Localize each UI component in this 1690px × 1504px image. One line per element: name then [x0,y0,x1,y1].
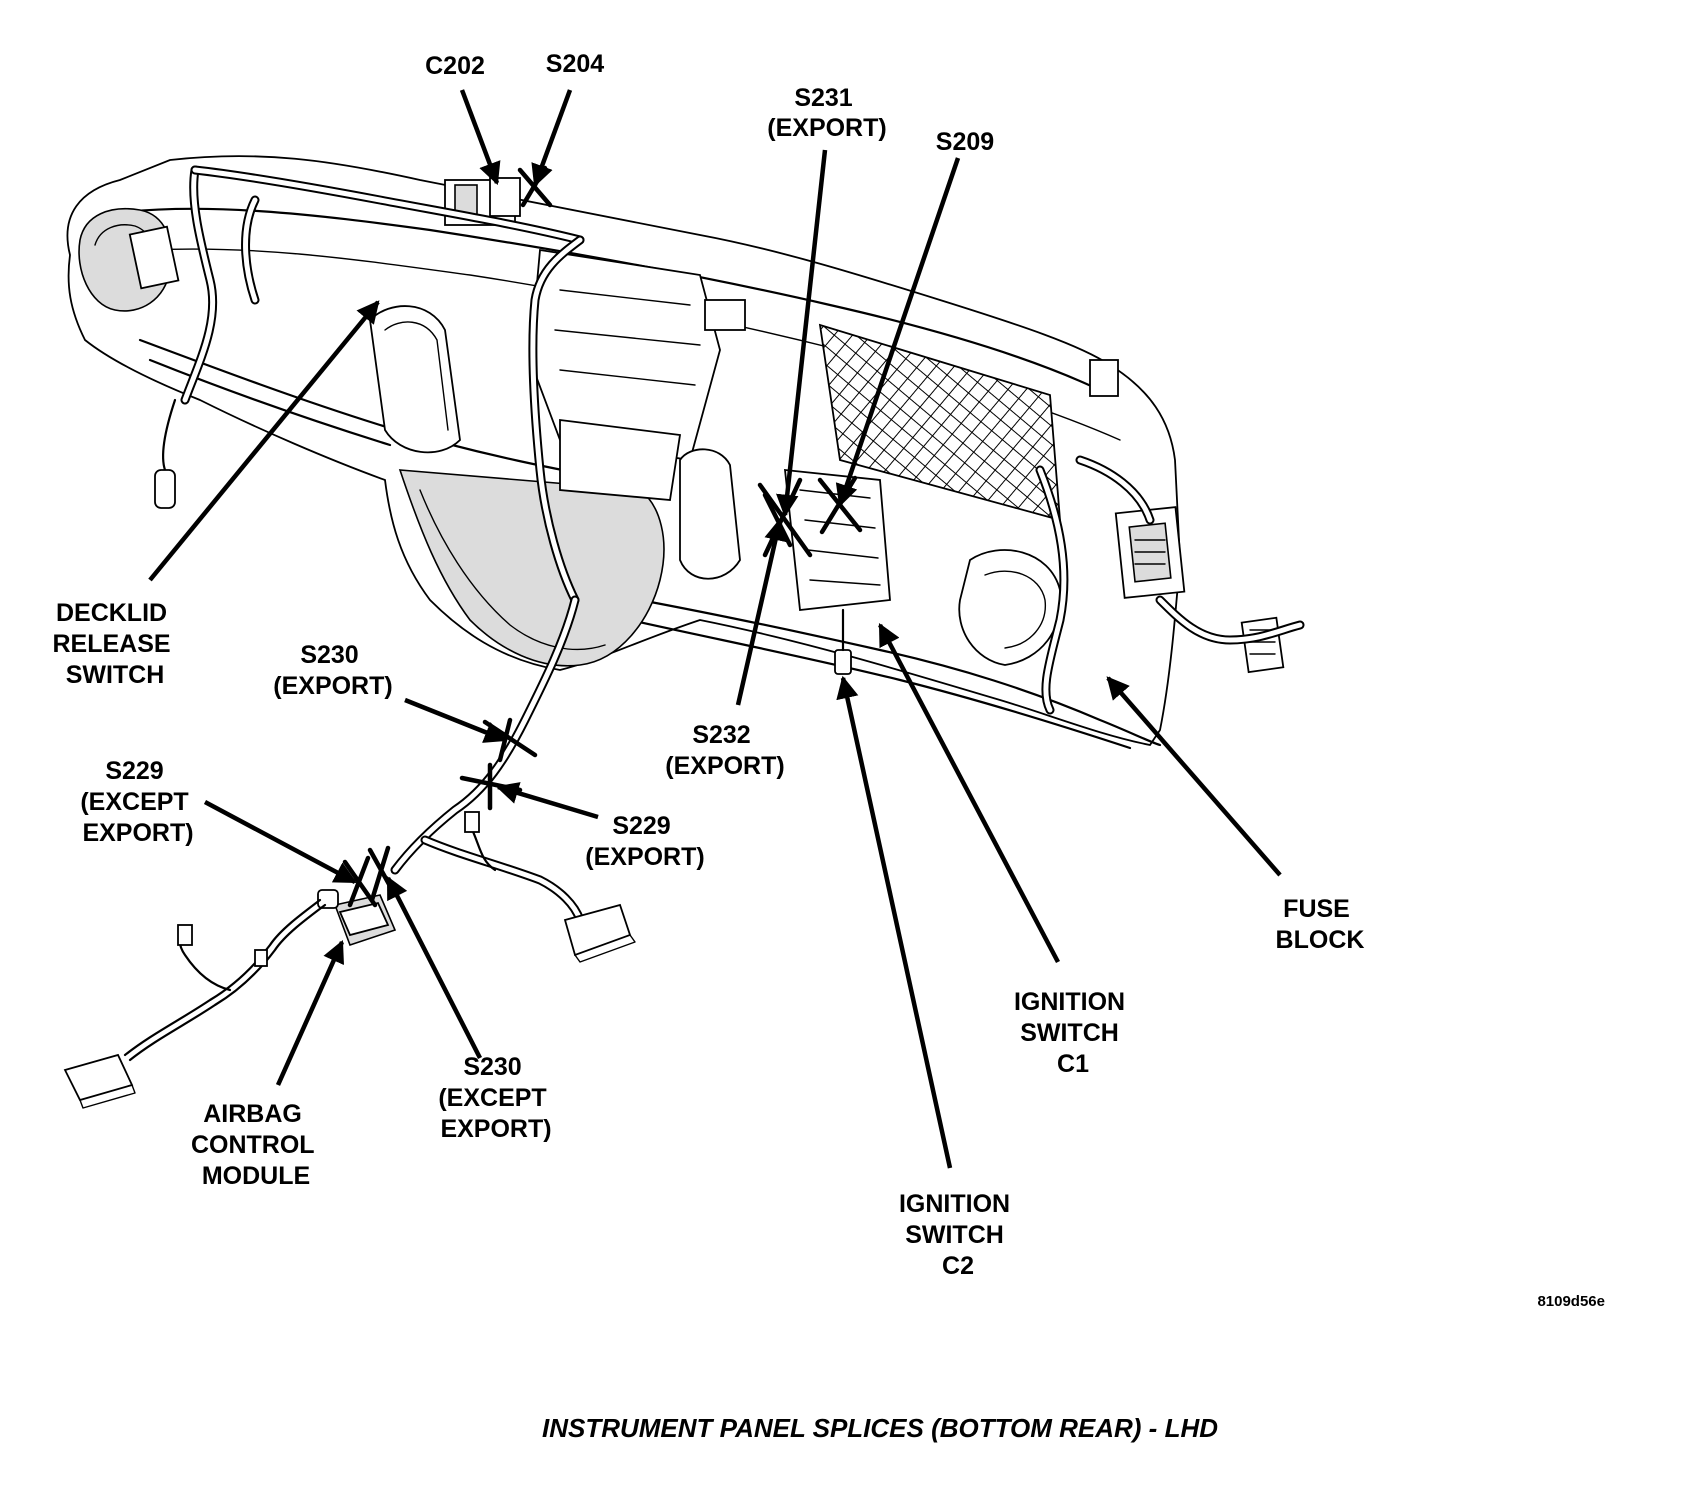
leader-arrows [148,89,1282,1169]
label-decklid: DECKLID RELEASE SWITCH [52,599,177,689]
label-s209: S209 [936,128,994,156]
leader-s230-export [404,697,508,743]
label-ign-c2: IGNITION SWITCH C2 [899,1190,1017,1280]
label-s230-except: S230 (EXCEPT EXPORT) [438,1053,553,1143]
label-fuse-block: FUSE BLOCK [1276,895,1365,954]
leader-s229-except [203,800,357,884]
leader-s231 [776,149,828,518]
label-s229-except: S229 (EXCEPT EXPORT) [80,757,195,847]
leader-c202 [459,89,501,186]
leader-s229-export [495,782,599,820]
leader-s230-except [385,875,483,1060]
leader-s209 [835,157,961,508]
callout-labels: C202 S204 S231 (EXPORT) S209 DECKLID REL… [52,50,1605,1443]
label-ign-c1: IGNITION SWITCH C1 [1014,988,1132,1078]
leader-airbag [275,939,345,1086]
figure-caption: INSTRUMENT PANEL SPLICES (BOTTOM REAR) -… [542,1413,1218,1443]
splice-x-s204 [517,165,553,208]
leader-decklid [148,300,380,582]
label-s229-export: S229 (EXPORT) [585,812,704,871]
label-s230-export: S230 (EXPORT) [273,641,392,700]
label-airbag: AIRBAG CONTROL MODULE [191,1100,321,1190]
label-s204: S204 [546,50,604,78]
label-s232: S232 (EXPORT) [665,721,784,780]
leader-fuse-block [1106,676,1282,877]
instrument-panel-artwork [63,155,1305,1109]
leader-s204 [531,89,573,188]
label-s231: S231 (EXPORT) [767,84,886,142]
leader-ign-c1 [878,623,1060,964]
leader-s232 [735,517,787,706]
splice-x-s230-except [367,845,398,903]
leader-ign-c2 [836,675,953,1169]
label-c202: C202 [425,52,485,80]
figure-id: 8109d56e [1537,1293,1605,1310]
